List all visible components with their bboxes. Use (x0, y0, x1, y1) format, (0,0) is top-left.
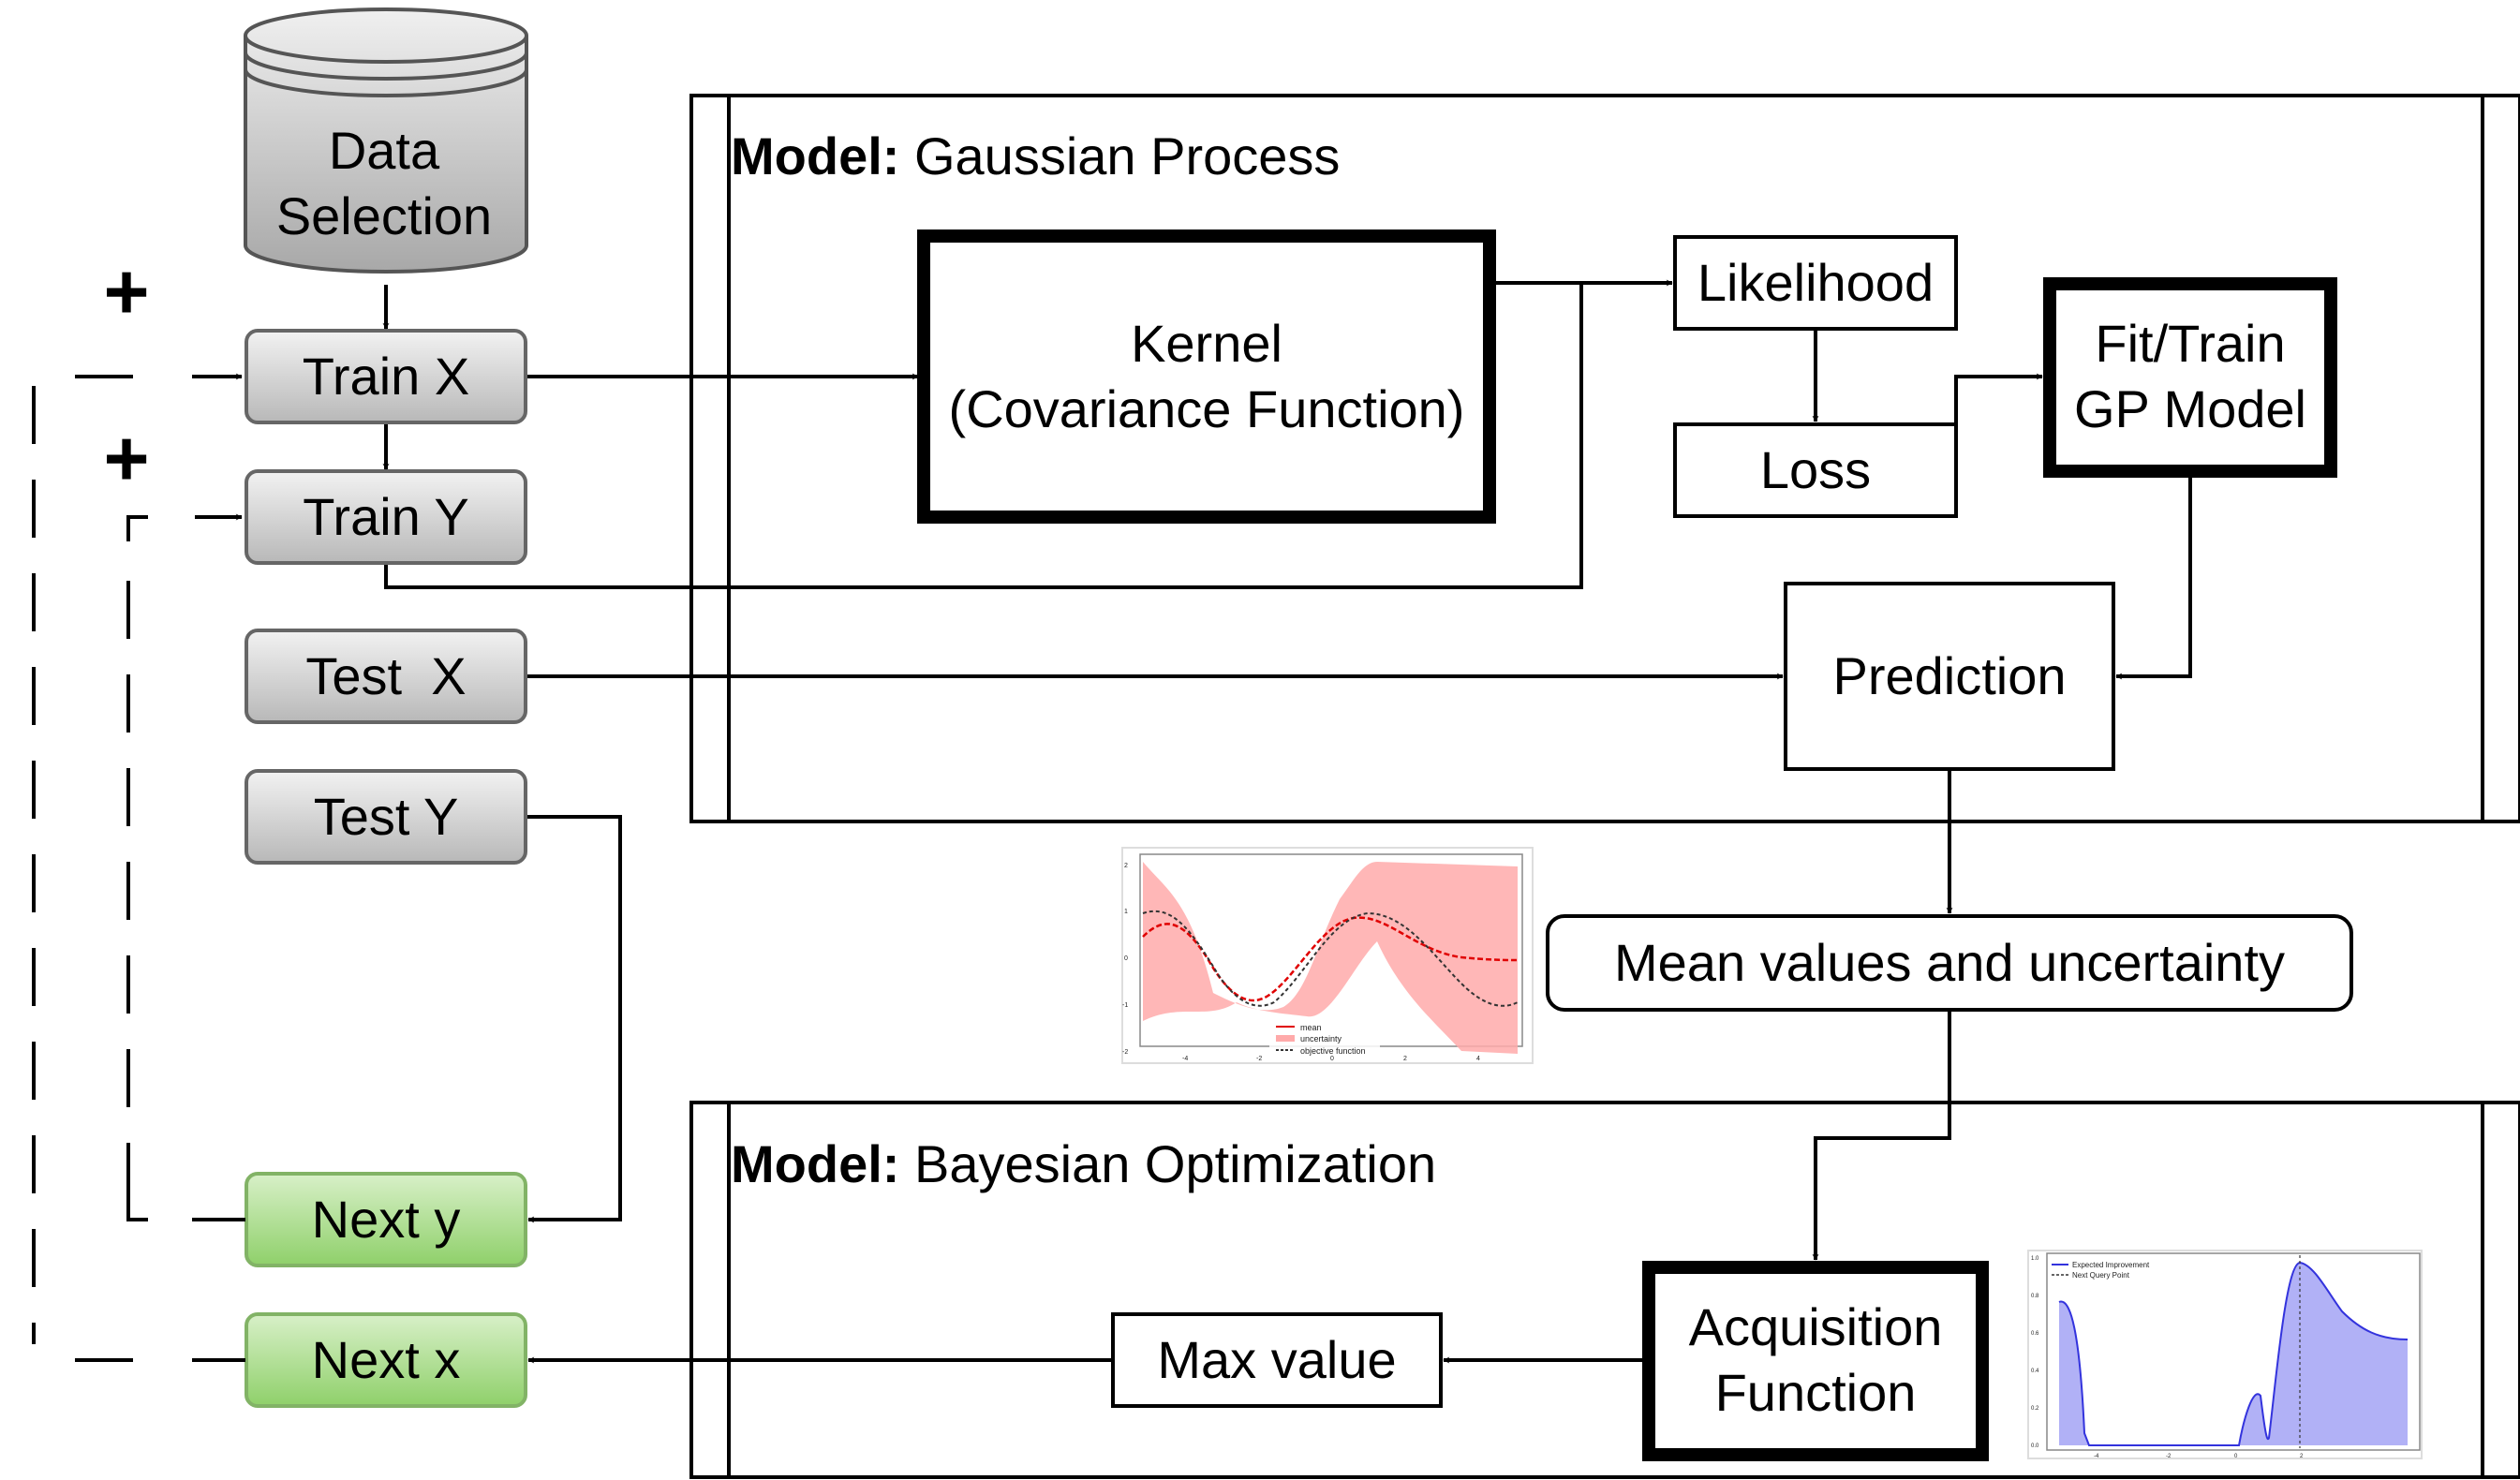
train-x-box[interactable]: Train X (245, 329, 527, 424)
mean-uncertainty-box[interactable]: Mean values and uncertainty (1546, 914, 2353, 1012)
train-y-label: Train Y (303, 487, 468, 546)
next-y-box[interactable]: Next y (245, 1172, 527, 1267)
ei-ytick-1: 0.8 (2031, 1294, 2039, 1299)
ei-fill-area (2059, 1263, 2408, 1445)
ei-xtick-1: -2 (2166, 1454, 2172, 1459)
data-selection-label-1: Data (329, 121, 440, 180)
test-x-box[interactable]: Test X (245, 629, 527, 724)
likelihood-label: Likelihood (1697, 253, 1934, 312)
gp-xtick-2: 0 (1330, 1056, 1334, 1062)
plus-sign-train-x: + (103, 247, 149, 335)
test-y-label: Test Y (314, 787, 459, 846)
gp-legend-uncertainty: uncertainty (1300, 1034, 1342, 1043)
ei-ytick-3: 0.4 (2031, 1369, 2039, 1374)
gp-title-rest: Gaussian Process (899, 126, 1340, 185)
data-selection-database: Data Selection (244, 7, 528, 274)
max-value-box[interactable]: Max value (1111, 1312, 1443, 1408)
likelihood-box[interactable]: Likelihood (1673, 235, 1958, 331)
loss-box[interactable]: Loss (1673, 422, 1958, 518)
acquisition-function-box[interactable]: Acquisition Function (1642, 1261, 1989, 1461)
ei-legend-query: Next Query Point (2072, 1271, 2130, 1280)
ei-ytick-4: 0.2 (2031, 1406, 2039, 1412)
gp-ytick-0: 2 (1124, 863, 1128, 869)
ei-ytick-0: 1.0 (2031, 1256, 2039, 1262)
ei-ytick-2: 0.6 (2031, 1331, 2039, 1337)
connectors (382, 279, 2192, 1364)
gp-xtick-1: -2 (1256, 1056, 1262, 1062)
arrow-test-y-to-next-y (527, 815, 622, 1223)
test-x-label: Test X (305, 646, 466, 705)
fit-train-label-1: Fit/Train (2095, 314, 2285, 373)
acquisition-label-1: Acquisition (1689, 1297, 1943, 1356)
acquisition-thumbnail-plot: Expected Improvement Next Query Point 1.… (2027, 1250, 2423, 1459)
train-y-box[interactable]: Train Y (245, 469, 527, 565)
bo-title-rest: Bayesian Optimization (899, 1134, 1436, 1193)
data-selection-label-2: Selection (276, 186, 492, 245)
gp-objective-line (1142, 910, 1519, 1007)
gp-title-bold: Model: (731, 126, 899, 185)
prediction-label: Prediction (1832, 646, 2066, 705)
kernel-label-1: Kernel (1131, 314, 1282, 373)
gp-ytick-1: 1 (1124, 909, 1128, 915)
fit-train-label-2: GP Model (2074, 379, 2306, 438)
ei-curve (2058, 1261, 2409, 1446)
ei-xtick-2: 0 (2234, 1454, 2238, 1459)
test-y-box[interactable]: Test Y (245, 769, 527, 865)
mean-uncertainty-label: Mean values and uncertainty (1614, 933, 2285, 992)
gp-legend-mean: mean (1300, 1023, 1322, 1032)
arrow-mean-to-acquisition (1812, 1012, 1951, 1261)
kernel-box[interactable]: Kernel (Covariance Function) (917, 229, 1496, 524)
plus-sign-train-y: + (103, 414, 149, 502)
arrow-loss-to-fit (1954, 373, 2043, 423)
arrow-fit-to-prediction (2115, 478, 2192, 680)
ei-xtick-3: 2 (2300, 1454, 2304, 1459)
feedback-dashed-lines (32, 373, 245, 1362)
dash-train-y-corner (126, 515, 148, 541)
bo-panel-title: Model: Bayesian Optimization (731, 1134, 1436, 1193)
prediction-box[interactable]: Prediction (1784, 582, 2115, 771)
gp-ytick-4: -2 (1122, 1049, 1128, 1056)
gp-panel-title: Model: Gaussian Process (731, 126, 1340, 185)
max-value-label: Max value (1157, 1330, 1396, 1389)
gp-panel: Model: Gaussian Process (689, 94, 2520, 823)
gp-xtick-3: 2 (1403, 1056, 1407, 1062)
ei-xtick-0: -4 (2094, 1454, 2099, 1459)
ei-legend-ei: Expected Improvement (2072, 1261, 2150, 1269)
loss-label: Loss (1760, 440, 1871, 499)
kernel-label-2: (Covariance Function) (949, 379, 1465, 438)
gp-mean-line (1142, 916, 1519, 1002)
gp-xtick-4: 4 (1476, 1056, 1480, 1062)
line-train-y-to-junction (384, 283, 1583, 589)
next-x-box[interactable]: Next x (245, 1312, 527, 1408)
bo-panel: Model: Bayesian Optimization (689, 1101, 2520, 1479)
gp-xtick-0: -4 (1182, 1056, 1188, 1062)
dash-next-y-corner (126, 1190, 148, 1221)
acquisition-label-2: Function (1715, 1363, 1917, 1422)
gp-thumbnail-plot: mean uncertainty objective function 2 1 … (1121, 847, 1534, 1064)
gp-ytick-2: 0 (1124, 955, 1128, 962)
gp-legend-objective: objective function (1300, 1046, 1366, 1056)
next-x-label: Next x (312, 1330, 461, 1389)
next-y-label: Next y (312, 1190, 461, 1249)
bo-title-bold: Model: (731, 1134, 899, 1193)
gp-legend-uncertainty-swatch (1276, 1035, 1295, 1042)
ei-ytick-5: 0.0 (2031, 1443, 2039, 1449)
train-x-label: Train X (303, 347, 469, 406)
gp-uncertainty-band (1143, 862, 1518, 1054)
fit-train-box[interactable]: Fit/Train GP Model (2043, 277, 2337, 478)
gp-ytick-3: -1 (1122, 1002, 1128, 1009)
